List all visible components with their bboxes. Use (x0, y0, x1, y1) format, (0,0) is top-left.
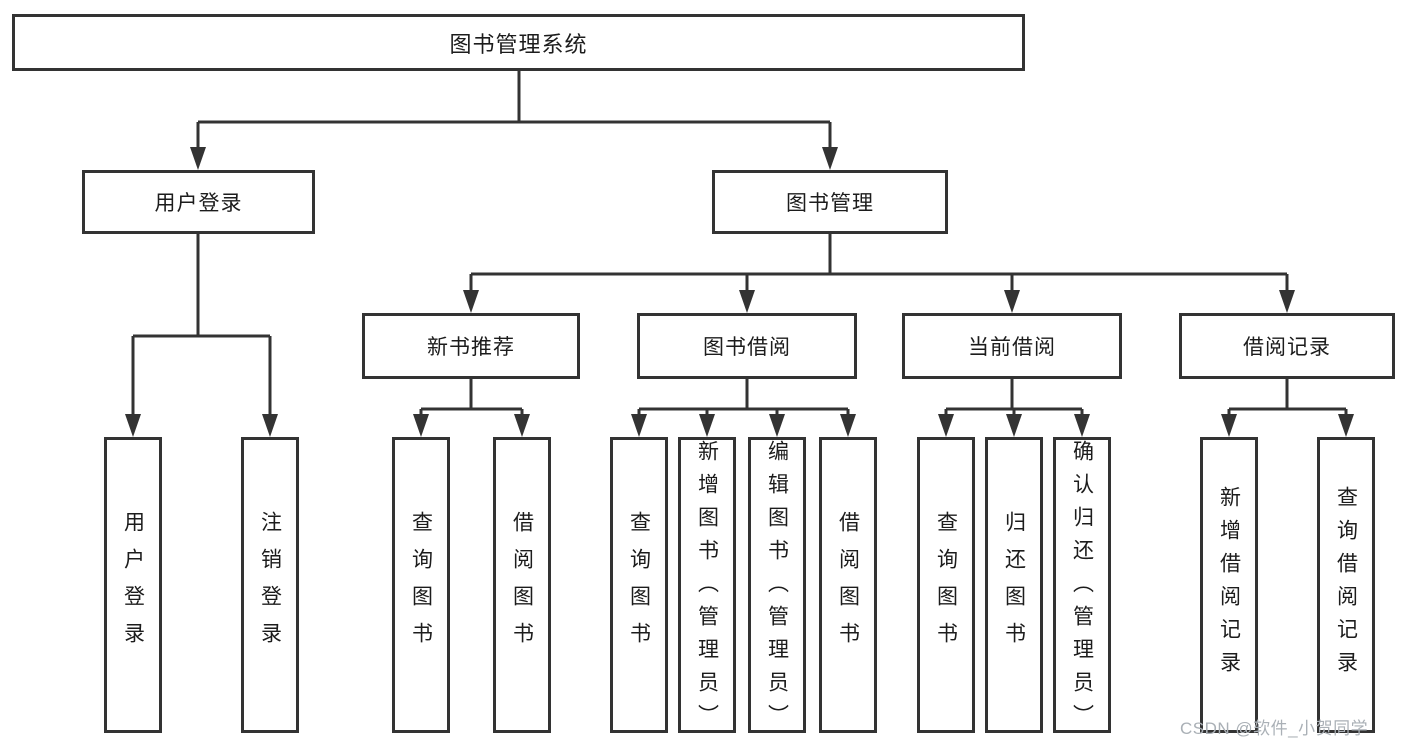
node-query-books: 查询图书 (917, 437, 975, 733)
arrow-down-icon (1221, 414, 1237, 437)
edges-root (190, 71, 838, 170)
node-logout-action: 注销登录 (241, 437, 299, 733)
node-confirm-return-admin: 确认归还（管理员） (1053, 437, 1111, 737)
node-label: 借阅记录 (1243, 336, 1331, 359)
node-book-management: 图书管理 (712, 170, 948, 234)
arrow-down-icon (699, 414, 715, 437)
node-add-books-admin: 新增图书（管理员） (678, 437, 736, 737)
arrow-down-icon (1074, 414, 1090, 437)
arrow-down-icon (822, 147, 838, 170)
node-borrowing-records: 借阅记录 (1179, 313, 1395, 379)
node-query-books: 查询图书 (610, 437, 668, 733)
arrow-down-icon (1006, 414, 1022, 437)
node-label: 图书借阅 (703, 336, 791, 359)
node-label: 新书推荐 (427, 336, 515, 359)
node-label: 当前借阅 (968, 336, 1056, 359)
node-label: 编辑图书（管理员） (765, 440, 789, 737)
edges-book-management (463, 234, 1295, 313)
node-current-borrowing: 当前借阅 (902, 313, 1122, 379)
arrow-down-icon (938, 414, 954, 437)
edges-book-borrowing (631, 379, 856, 437)
node-add-borrow-record: 新增借阅记录 (1200, 437, 1258, 733)
arrow-down-icon (739, 290, 755, 313)
node-borrow-books: 借阅图书 (819, 437, 877, 733)
arrow-down-icon (1338, 414, 1354, 437)
edges-current-borrowing (938, 379, 1090, 437)
arrow-down-icon (190, 147, 206, 170)
node-book-borrowing: 图书借阅 (637, 313, 857, 379)
node-return-books: 归还图书 (985, 437, 1043, 733)
csdn-watermark: CSDN @软件_小贺同学 (1180, 719, 1369, 738)
node-label: 确认归还（管理员） (1070, 440, 1094, 737)
node-label: 查询借阅记录 (1334, 486, 1358, 684)
node-label: 借阅图书 (510, 511, 534, 659)
arrow-down-icon (1004, 290, 1020, 313)
node-label: 图书管理系统 (449, 31, 588, 57)
edges-borrowing-records (1221, 379, 1354, 437)
arrow-down-icon (413, 414, 429, 437)
node-edit-books-admin: 编辑图书（管理员） (748, 437, 806, 737)
node-library-management-system: 图书管理系统 (12, 14, 1025, 71)
node-label: 新增图书（管理员） (695, 440, 719, 737)
arrow-down-icon (631, 414, 647, 437)
arrow-down-icon (262, 414, 278, 437)
node-label: 注销登录 (258, 511, 282, 659)
arrow-down-icon (840, 414, 856, 437)
node-label: 图书管理 (786, 192, 874, 215)
arrow-down-icon (769, 414, 785, 437)
node-query-books: 查询图书 (392, 437, 450, 733)
node-new-book-recommendation: 新书推荐 (362, 313, 580, 379)
node-label: 新增借阅记录 (1217, 486, 1241, 684)
node-user-login-action: 用户登录 (104, 437, 162, 733)
node-label: 用户登录 (121, 511, 145, 659)
node-label: 查询图书 (934, 511, 958, 659)
node-label: 归还图书 (1002, 511, 1026, 659)
node-borrow-books: 借阅图书 (493, 437, 551, 733)
node-label: 借阅图书 (836, 511, 860, 659)
arrow-down-icon (514, 414, 530, 437)
node-user-login: 用户登录 (82, 170, 315, 234)
node-query-borrow-record: 查询借阅记录 (1317, 437, 1375, 733)
node-label: 用户登录 (154, 192, 243, 215)
edges-new-book-recommendation (413, 379, 530, 437)
arrow-down-icon (125, 414, 141, 437)
node-label: 查询图书 (627, 511, 651, 659)
edges-user-login (125, 234, 278, 437)
node-label: 查询图书 (409, 511, 433, 659)
arrow-down-icon (463, 290, 479, 313)
arrow-down-icon (1279, 290, 1295, 313)
